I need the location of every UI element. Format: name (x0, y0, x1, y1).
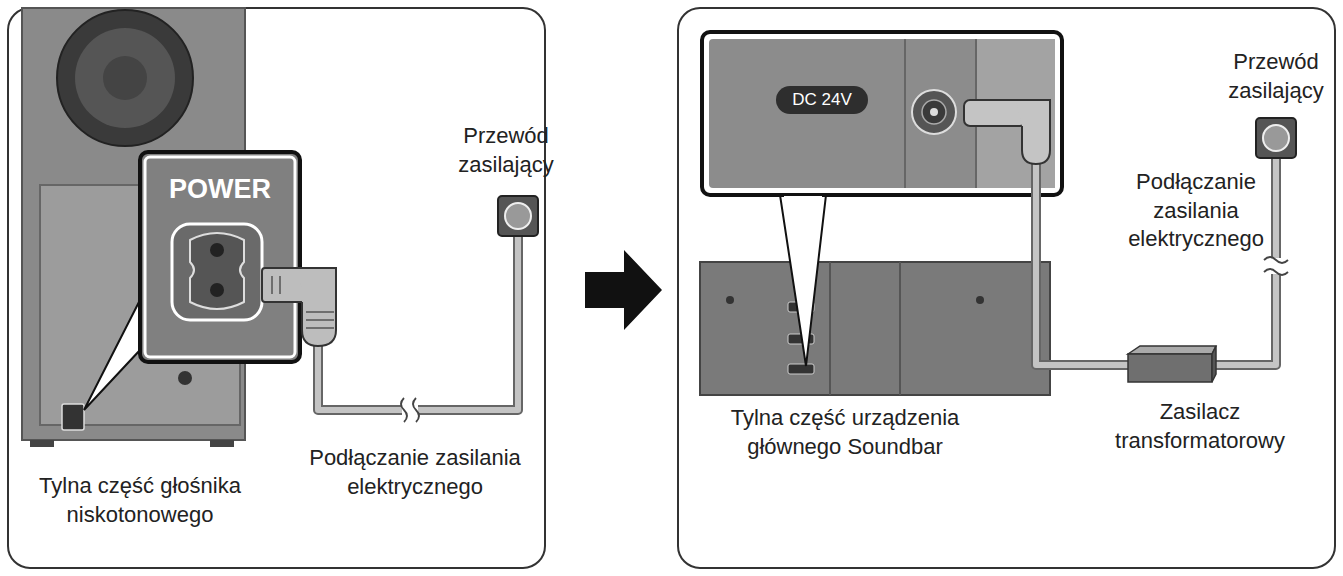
node-text: POWER (169, 174, 271, 205)
power-callout-box: POWER (163, 172, 277, 207)
wall-outlet (498, 196, 538, 236)
connection-label: Podłączanie zasilania elektrycznego (1126, 168, 1266, 254)
part-label: Tylna część głośnika niskotonowego (15, 472, 265, 529)
adapter-label: Zasilacz transformatorowy (1100, 398, 1300, 455)
power-cord (318, 236, 518, 422)
ac-plug (262, 268, 336, 346)
dc-plug (964, 100, 1050, 164)
power-adapter (1128, 346, 1216, 382)
connection-label: Podłączanie zasilania elektrycznego (286, 444, 544, 501)
part-label: Tylna część urządzenia głównego Soundbar (690, 404, 1000, 461)
right-panel (678, 8, 1335, 568)
node-text: DC 24V (792, 90, 852, 110)
step-arrow (585, 250, 662, 330)
power-callout (140, 152, 300, 362)
cord-label: Przewód zasilający (1218, 48, 1334, 105)
soundbar (700, 195, 1050, 395)
dc-callout (702, 32, 1062, 198)
voltage-label: DC 24V (776, 86, 868, 114)
wall-outlet (1256, 118, 1296, 158)
dc-cable (1036, 159, 1288, 365)
left-panel (8, 8, 545, 568)
cord-label: Przewód zasilający (436, 122, 576, 179)
